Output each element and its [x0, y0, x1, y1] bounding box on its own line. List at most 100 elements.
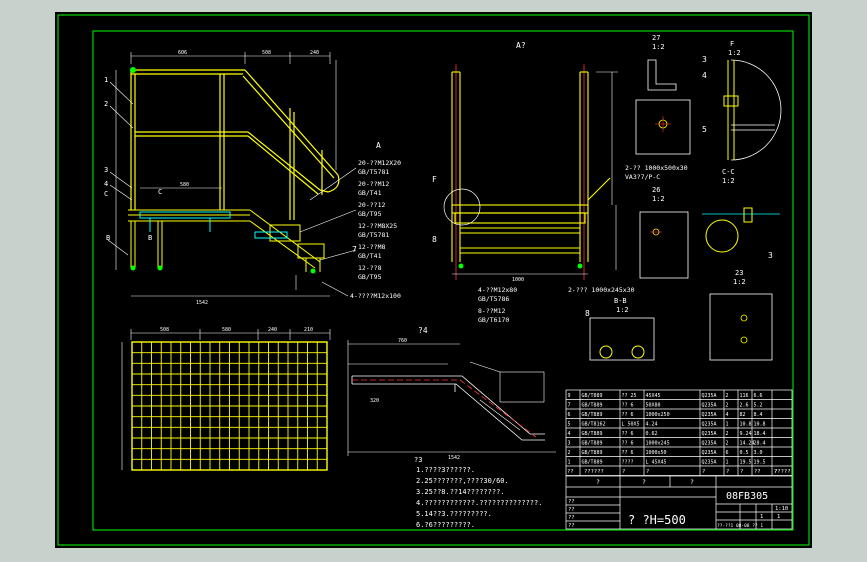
bom-cell: 10.8 [754, 422, 766, 428]
tech-note-6: 6.?6?????????. [416, 521, 475, 529]
fastener-note-1: 20-??M12X20 [358, 159, 401, 167]
section-bb-label: B-B [614, 297, 627, 305]
callout-B-left: B [106, 234, 110, 242]
front-view-label: A? [516, 41, 526, 50]
detail-circle-f [443, 188, 481, 226]
bom-cell: 4.24 [646, 422, 658, 428]
title-cell-b: ? [642, 478, 646, 486]
fastener-note-3: 20-??M12 [358, 180, 389, 188]
view-label-a: A [376, 141, 381, 150]
bom-cell: 18.4 [754, 431, 766, 437]
bom-cell: 6.6 [754, 393, 763, 399]
bom-cell: 5.2 [754, 403, 763, 409]
front-note-1: 2-?? 1000x500x30 [625, 164, 688, 172]
bom-cell: 2 [568, 450, 571, 456]
detail-cc: C-C 1:2 3 [702, 168, 780, 260]
dim-580: 580 [180, 182, 189, 188]
side-steps [139, 211, 288, 239]
bom-cell: ?? 6 [622, 431, 634, 437]
dim-1542: 1542 [196, 300, 208, 306]
bom-cell: GB/T889 [582, 403, 603, 409]
fastener-leaders [299, 167, 357, 297]
fastener-note-8: GB/T5781 [358, 231, 389, 239]
plan-dims [121, 329, 331, 470]
fastener-note-12: GB/T95 [358, 273, 382, 281]
fastener-note-9: 12-??M8 [358, 243, 385, 251]
fastener-note-2: GB/T5781 [358, 168, 389, 176]
bom-header-cell: ? [702, 469, 705, 475]
bom-cell: 1000x50 [646, 450, 667, 456]
front-dim-1000: 1000 [512, 277, 524, 283]
inner-frame [92, 30, 794, 531]
front-note-2: VA3?7/P-C [625, 173, 660, 181]
sheet-number: 1 [760, 514, 763, 520]
front-bottom-note-4: GB/T6170 [478, 316, 509, 324]
bom-cell: 6 [568, 412, 571, 418]
profile-centerline [352, 379, 537, 438]
bom-cell: 2 [726, 431, 729, 437]
callout-1: 1 [104, 76, 108, 84]
bom-header-cell: ?? [754, 469, 761, 475]
title-block: ? ? ? 08FB305 ? ?H=500 ?? ?? ?? ?? 1:10 … [565, 475, 793, 530]
bom-grid [565, 389, 793, 476]
bom-cell: 14.24 [740, 441, 755, 447]
bom-cell: 1000x250 [646, 412, 670, 418]
profile-view-label: ?4 [418, 326, 428, 335]
bom-cell: ???? [622, 460, 634, 466]
title-cell-c: ? [690, 478, 694, 486]
outer-frame [57, 14, 810, 546]
section-26-scale: 1:2 [652, 195, 665, 203]
bom-cell: 2.6 [740, 403, 749, 409]
detail-bb-callout-8: 8 [585, 309, 590, 318]
profile-dims [347, 340, 556, 456]
callout-C-top: C [158, 188, 162, 196]
bom-cell: 8.4 [754, 412, 763, 418]
bom-cell: GB/T889 [582, 460, 603, 466]
bom-cell: Q235A [702, 393, 717, 399]
dim-606: 606 [178, 50, 187, 56]
fastener-note-5: 20-??12 [358, 201, 385, 209]
callout-2: 2 [104, 100, 108, 108]
section-26-label: 26 [652, 186, 660, 194]
bom-header-cell: ?????? [584, 469, 604, 475]
bom-cell: 1 [726, 422, 729, 428]
section-27-scale: 1:2 [652, 43, 665, 51]
title-left-label-2: ?? [568, 507, 575, 513]
fastener-note-6: GB/T95 [358, 210, 382, 218]
bom-cell: ?? 25 [622, 393, 637, 399]
bom-header-cell: ? [726, 469, 729, 475]
section-bb-scale: 1:2 [616, 306, 629, 314]
front-callout-f: F [432, 175, 437, 184]
title-left-label-1: ?? [568, 499, 575, 505]
callout-B-right: B [148, 234, 152, 242]
bom-cell: GB/T8162 [582, 422, 606, 428]
front-view: A? 1000 [432, 41, 688, 324]
section-cc-scale: 1:2 [722, 177, 735, 185]
bom-cell: GB/T889 [582, 450, 603, 456]
fastener-notes: 20-??M12X20 GB/T5781 20-??M12 GB/T41 20-… [299, 159, 401, 300]
side-view: 606 508 240 1542 580 1 2 3 4 B B C C A [104, 50, 381, 306]
detail-26: 26 1:2 [639, 186, 689, 279]
bom-cell: Q235A [702, 412, 717, 418]
callout-3: 3 [104, 166, 108, 174]
grating-grid [132, 342, 327, 470]
detail-callout-5: 5 [702, 125, 707, 134]
bom-cell: 0.5 [740, 450, 749, 456]
detail-cc-callout-3: 3 [768, 251, 773, 260]
bom-cell: GB/T889 [582, 441, 603, 447]
bom-cell: GB/T889 [582, 393, 603, 399]
bom-cell: 9 [568, 393, 571, 399]
bom-cell: 28.4 [754, 441, 766, 447]
front-bottom-note-1: 4-??M12x80 [478, 286, 517, 294]
bom-cell: 0.62 [646, 431, 658, 437]
fastener-note-7: 12-??M8X25 [358, 222, 397, 230]
title-cell-a: ? [596, 478, 600, 486]
side-legs [130, 221, 321, 272]
bom-header-cell: ?? ?? [774, 469, 791, 475]
front-bottom-note-2: GB/T5786 [478, 295, 509, 303]
title-left-label-3: ?? [568, 515, 575, 521]
title-left-label-4: ?? [568, 523, 575, 529]
bom-cell: GB/T889 [582, 431, 603, 437]
bom-cell: ?? 6 [622, 403, 634, 409]
